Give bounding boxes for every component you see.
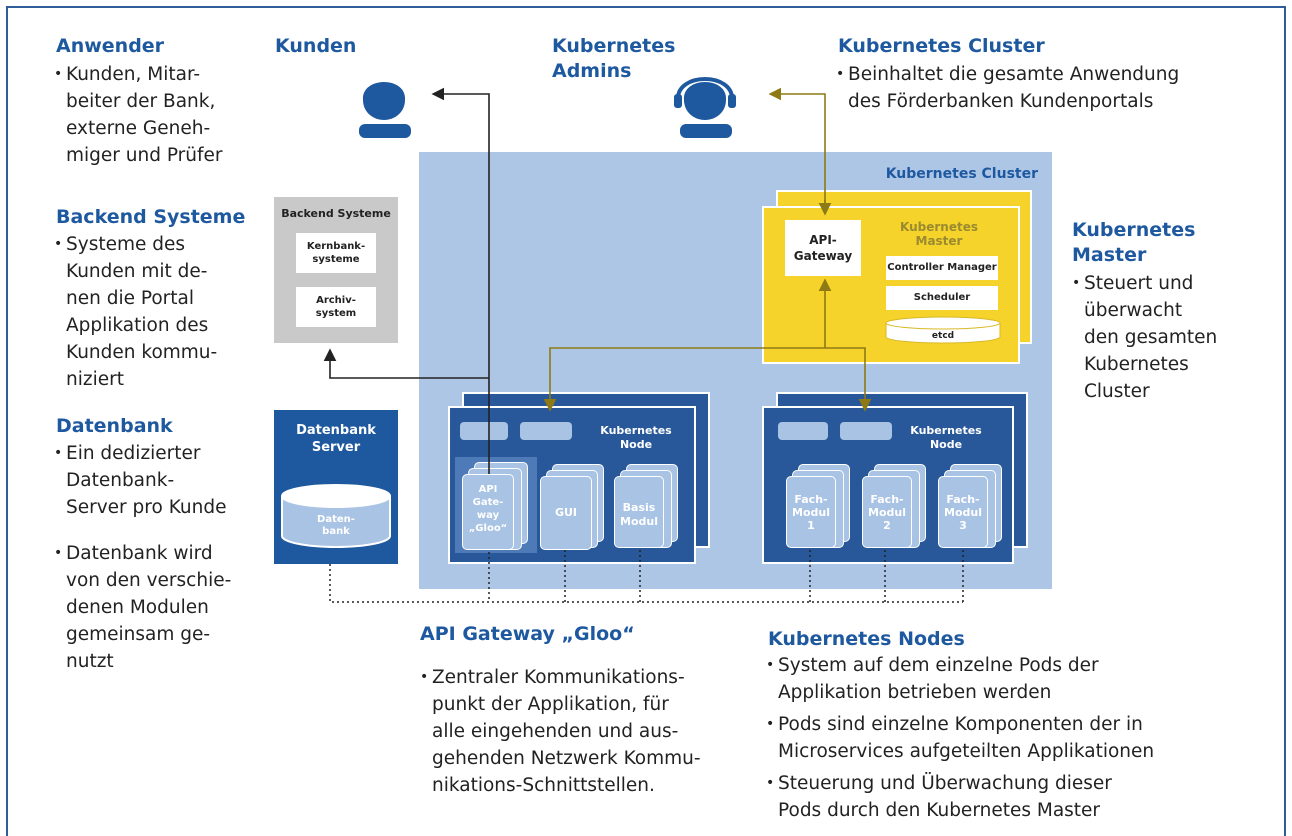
node2-pill-1 <box>778 422 828 440</box>
node1-pill-2 <box>520 422 572 440</box>
db-dotted-lines <box>329 550 964 603</box>
archiv-box: Archiv-system <box>296 287 376 327</box>
kernbank-box: Kernbank-systeme <box>296 233 376 273</box>
master-to-nodes-line <box>543 347 825 412</box>
node2-pill-2 <box>840 422 892 440</box>
nodes-bullet-2: Pods sind einzelne Komponenten der inMic… <box>766 711 1154 765</box>
db-cylinder-label: Daten-bank <box>317 514 355 537</box>
backend-title: Backend Systeme <box>56 206 246 228</box>
scheduler-box: Scheduler <box>886 286 998 310</box>
datenbank-title: Datenbank <box>56 415 173 437</box>
api-gateway-box: API-Gateway <box>785 220 861 276</box>
anwender-title: Anwender <box>56 35 165 57</box>
kunden-title: Kunden <box>275 35 357 57</box>
cluster-label: Kubernetes Cluster <box>885 166 1038 182</box>
etcd-cylinder-icon <box>885 316 1001 344</box>
backend-systems-box: Backend Systeme Kernbank-systeme Archiv-… <box>274 197 398 343</box>
master-to-node2-line <box>825 347 872 412</box>
gui-pod: GUI <box>540 476 592 550</box>
node1-pill-1 <box>460 422 508 440</box>
cluster-title: Kubernetes Cluster <box>838 35 1045 57</box>
gloo-to-backend-line <box>323 348 489 379</box>
gloo-title: API Gateway „Gloo“ <box>420 623 635 645</box>
etcd-label: etcd <box>931 331 955 341</box>
admin-headset-icon <box>674 77 736 138</box>
nodes-title: Kubernetes Nodes <box>768 628 965 650</box>
gloo-bullet: Zentraler Kommunikations-punkt der Appli… <box>420 664 701 799</box>
database-cylinder-icon <box>281 484 391 548</box>
customer-user-icon <box>359 82 411 138</box>
controller-manager-box: Controller Manager <box>886 256 998 280</box>
customer-to-gloo-line <box>431 87 490 474</box>
frame-border <box>6 6 1286 836</box>
backend-box-title: Backend Systeme <box>281 207 391 220</box>
nodes-bullet-1: System auf dem einzelne Pods derApplikat… <box>766 652 1099 706</box>
admin-to-gateway-line <box>768 87 826 212</box>
anwender-bullet: Kunden, Mitar-beiter der Bank,externe Ge… <box>54 61 222 169</box>
